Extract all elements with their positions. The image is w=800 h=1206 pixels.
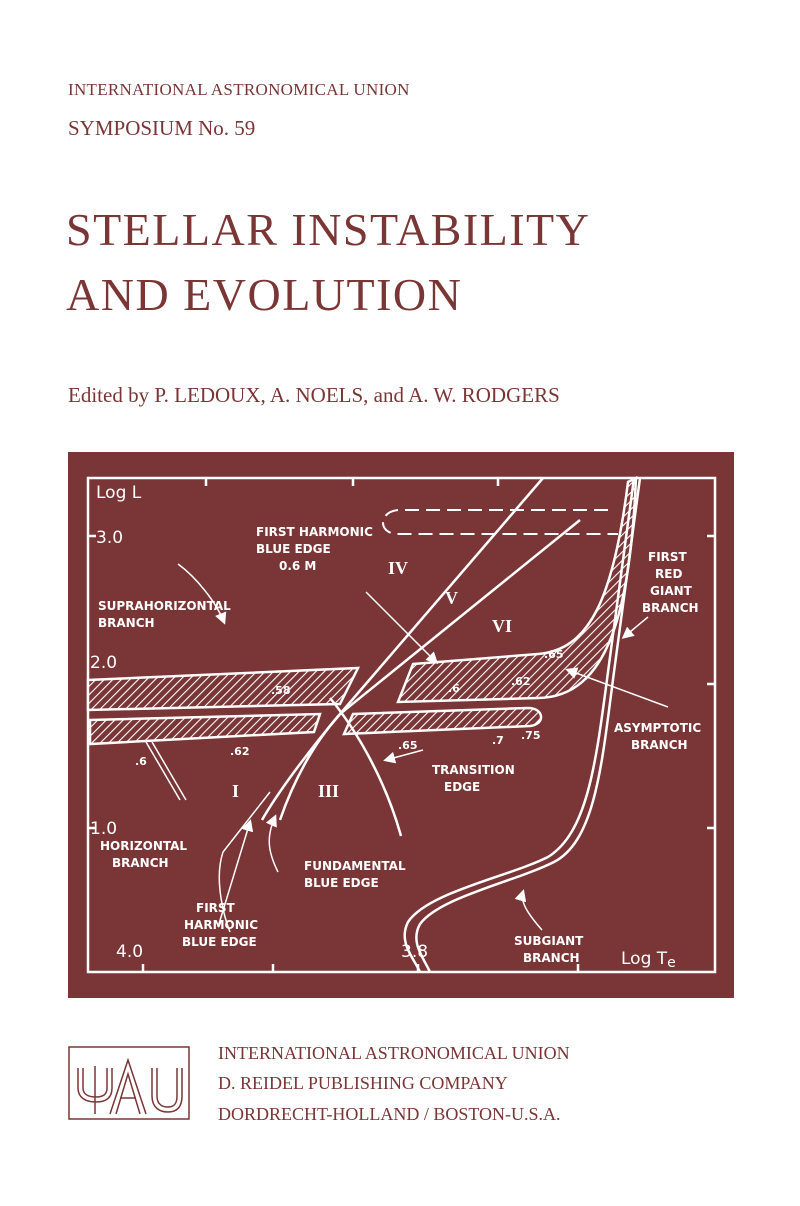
label-rgb-2: RED — [655, 567, 682, 581]
label-fh-blue-edge-3: 0.6 M — [279, 559, 316, 573]
label-horizontal-2: BRANCH — [112, 856, 169, 870]
transition-edge-line — [329, 697, 403, 837]
red-giant-branch-line-2 — [415, 477, 642, 973]
region-IV: IV — [388, 558, 408, 578]
mass-label: .65 — [544, 648, 564, 661]
editors: Edited by P. LEDOUX, A. NOELS, and A. W.… — [68, 383, 560, 407]
region-I: I — [232, 781, 239, 801]
label-fh-blue-edge-2: BLUE EDGE — [256, 542, 331, 556]
evolution-loop — [382, 509, 618, 535]
label-subgiant-2: BRANCH — [523, 951, 580, 965]
x-axis-label: Log Te — [621, 949, 676, 971]
label-horizontal-1: HORIZONTAL — [100, 839, 187, 853]
red-giant-branch-line — [403, 477, 636, 973]
y-tick-2: 2.0 — [90, 653, 117, 673]
arrow-fh — [218, 791, 271, 933]
publisher-line-3: DORDRECHT-HOLLAND / BOSTON-U.S.A. — [218, 1104, 561, 1124]
label-transition-1: TRANSITION — [432, 763, 515, 777]
region-VI: VI — [492, 616, 512, 636]
label-asymptotic-1: ASYMPTOTIC — [614, 721, 701, 735]
label-rgb-3: GIANT — [650, 584, 693, 598]
mass-label: .75 — [521, 729, 541, 742]
hr-diagram-panel: Log L 3.0 2.0 1.0 4.0 3.8 Log Te I III I… — [68, 452, 734, 998]
hr-diagram: Log L 3.0 2.0 1.0 4.0 3.8 Log Te I III I… — [86, 475, 717, 974]
mass-label: .62 — [511, 675, 531, 688]
label-fh-bottom-1: FIRST — [196, 901, 236, 915]
y-tick-1: 1.0 — [90, 819, 117, 839]
label-asymptotic-2: BRANCH — [631, 738, 688, 752]
publisher-line-2: D. REIDEL PUBLISHING COMPANY — [218, 1073, 508, 1093]
label-subgiant-1: SUBGIANT — [514, 934, 584, 948]
region-III: III — [318, 781, 339, 801]
book-title-line-2: AND EVOLUTION — [66, 269, 463, 320]
label-fh-bottom-3: BLUE EDGE — [182, 935, 257, 949]
x-tick-4: 4.0 — [116, 942, 143, 962]
iau-logo — [68, 1046, 190, 1120]
label-fh-blue-edge-1: FIRST HARMONIC — [256, 525, 373, 539]
series-name: INTERNATIONAL ASTRONOMICAL UNION — [68, 80, 410, 99]
mass-label: .6 — [135, 755, 147, 768]
horizontal-branch-band-right — [342, 706, 543, 736]
region-V: V — [445, 588, 458, 608]
mass-label: .65 — [398, 739, 418, 752]
fundamental-blue-edge-line — [278, 519, 581, 821]
mass-label: .62 — [230, 745, 250, 758]
label-transition-2: EDGE — [444, 780, 480, 794]
horizontal-branch-band-left — [88, 712, 322, 746]
asymptotic-branch-band — [396, 475, 638, 704]
label-suprahorizontal-2: BRANCH — [98, 616, 155, 630]
plot-frame — [86, 476, 717, 974]
label-fundamental-2: BLUE EDGE — [304, 876, 379, 890]
label-fh-bottom-2: HARMONIC — [184, 918, 258, 932]
symposium-number: SYMPOSIUM No. 59 — [68, 116, 256, 140]
mass-label: .7 — [492, 734, 504, 747]
y-axis-label: Log L — [96, 483, 142, 503]
x-tick-3-8: 3.8 — [401, 942, 428, 962]
label-fundamental-1: FUNDAMENTAL — [304, 859, 406, 873]
label-rgb-1: FIRST — [648, 550, 688, 564]
suprahorizontal-band — [86, 666, 361, 712]
mass-label: .6 — [448, 682, 460, 695]
label-rgb-4: BRANCH — [642, 601, 699, 615]
mass-label: .58 — [271, 684, 291, 697]
book-title-line-1: STELLAR INSTABILITY — [66, 204, 591, 255]
label-suprahorizontal-1: SUPRAHORIZONTAL — [98, 599, 231, 613]
y-tick-3: 3.0 — [96, 528, 123, 548]
publisher-line-1: INTERNATIONAL ASTRONOMICAL UNION — [218, 1043, 570, 1063]
